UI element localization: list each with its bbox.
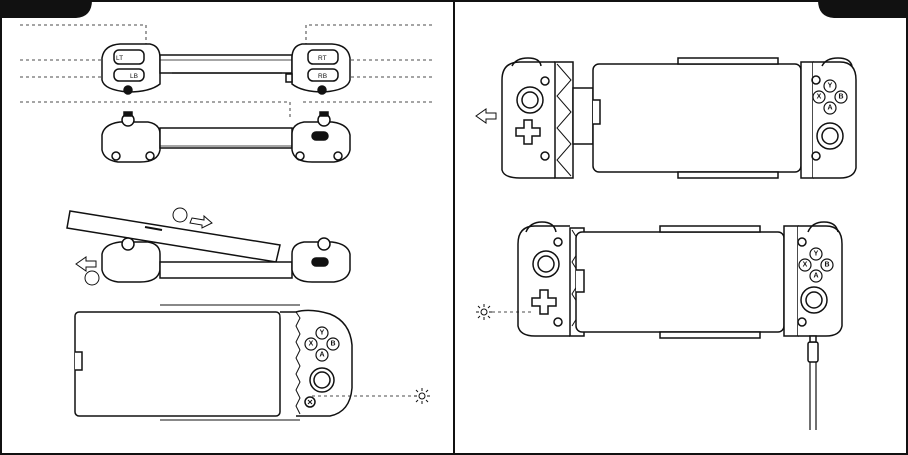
x-label-bottom: X xyxy=(803,262,808,269)
a-label-left: A xyxy=(319,352,324,359)
slide-right-arrow xyxy=(190,216,212,228)
lb-label: LB xyxy=(130,73,138,80)
b-label-bottom: B xyxy=(824,262,829,269)
gamepad-extended xyxy=(502,58,856,178)
left-corner-tab xyxy=(0,0,92,18)
step-marker-two xyxy=(85,271,99,285)
x-label-top: X xyxy=(817,94,822,101)
light-burst-icon-right xyxy=(476,304,492,320)
y-label-left: Y xyxy=(320,330,325,337)
pull-arrow-right-panel xyxy=(476,109,496,123)
rb-label: RB xyxy=(318,73,327,80)
b-label-left: B xyxy=(330,341,335,348)
side-view-controller xyxy=(102,112,350,162)
a-label-top: A xyxy=(827,105,832,112)
x-label-left: X xyxy=(309,341,314,348)
gamepad-charging xyxy=(518,222,842,430)
light-burst-icon-left xyxy=(414,388,430,404)
right-corner-tab xyxy=(818,0,908,18)
a-label-bottom: A xyxy=(813,273,818,280)
assembled-controller-left xyxy=(75,305,352,420)
lt-label: LT xyxy=(116,55,123,62)
top-view-controller xyxy=(20,25,432,118)
rt-label: RT xyxy=(318,55,327,62)
y-label-top: Y xyxy=(828,83,833,90)
pull-left-arrow xyxy=(76,257,96,271)
b-label-top: B xyxy=(838,94,843,101)
step-marker-one xyxy=(173,208,187,222)
y-label-bottom: Y xyxy=(814,251,819,258)
